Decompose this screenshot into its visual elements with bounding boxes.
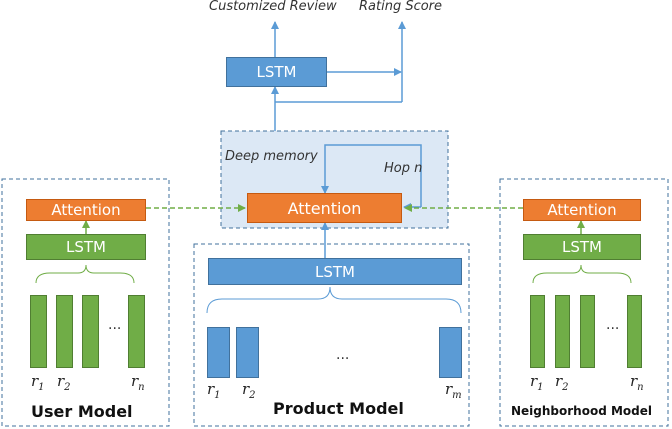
user-label-r2: r2 xyxy=(57,372,71,393)
user-review-bar-1 xyxy=(30,295,47,368)
neighborhood-model-brace xyxy=(532,264,632,284)
user-model-brace xyxy=(35,264,135,284)
user-model-frame xyxy=(1,178,170,427)
neighborhood-label-r2: r2 xyxy=(555,372,569,393)
neighborhood-model-frame xyxy=(499,178,669,427)
user-lstm-box: LSTM xyxy=(26,234,146,260)
neighborhood-review-bar-2 xyxy=(555,295,570,368)
neighborhood-review-bar-n xyxy=(627,295,642,368)
product-model-brace xyxy=(206,286,462,314)
user-bars-ellipsis: ... xyxy=(108,317,122,333)
memory-attention-box: Attention xyxy=(247,193,402,223)
product-label-rm: rm xyxy=(445,380,462,401)
product-label-r2: r2 xyxy=(242,380,256,401)
product-model-frame xyxy=(193,243,470,427)
customized-review-label: Customized Review xyxy=(209,0,337,14)
neighborhood-review-bar-3 xyxy=(580,295,595,368)
product-review-bar-2 xyxy=(236,327,259,378)
product-lstm-box: LSTM xyxy=(208,258,462,285)
product-review-bar-1 xyxy=(207,327,230,378)
user-label-r1: r1 xyxy=(31,372,45,393)
neighborhood-model-title: Neighborhood Model xyxy=(511,404,653,418)
neighborhood-label-rn: rn xyxy=(630,372,644,393)
neighborhood-label-r1: r1 xyxy=(530,372,544,393)
product-model-title: Product Model xyxy=(273,399,404,418)
user-review-bar-3 xyxy=(82,295,99,368)
neighborhood-review-bar-1 xyxy=(530,295,545,368)
user-label-rn: rn xyxy=(131,372,145,393)
rating-score-label: Rating Score xyxy=(359,0,443,14)
top-lstm-box: LSTM xyxy=(226,57,327,87)
neighborhood-lstm-box: LSTM xyxy=(523,234,641,260)
user-review-bar-n xyxy=(128,295,145,368)
user-attention-box: Attention xyxy=(26,199,146,221)
product-bars-ellipsis: ... xyxy=(336,347,350,363)
hop-label: Hop n xyxy=(384,161,423,176)
user-model-title: User Model xyxy=(31,402,133,421)
neighborhood-attention-box: Attention xyxy=(523,199,641,221)
product-review-bar-m xyxy=(439,327,462,378)
hop-loop-connector xyxy=(321,144,422,207)
product-label-r1: r1 xyxy=(207,380,221,401)
deep-memory-label: Deep memory xyxy=(225,149,318,164)
neighborhood-bars-ellipsis: ... xyxy=(606,317,620,333)
user-review-bar-2 xyxy=(56,295,73,368)
